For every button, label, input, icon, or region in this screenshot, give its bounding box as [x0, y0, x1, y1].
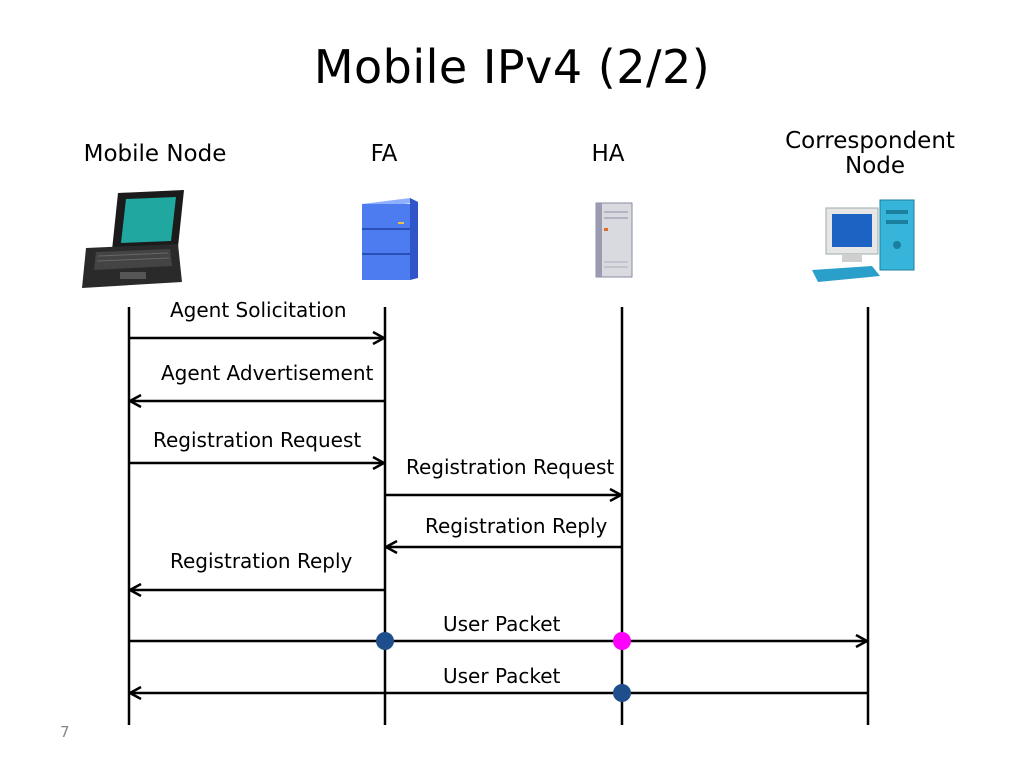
user-packet-out-label: User Packet [443, 612, 561, 636]
agent-solicitation-label: Agent Solicitation [170, 298, 347, 322]
reg-request-mn-fa-label: Registration Request [153, 428, 362, 452]
reg-request-fa-ha-label: Registration Request [406, 455, 615, 479]
mobile-node-label: Mobile Node [83, 141, 227, 167]
desktop-computer-icon [812, 199, 915, 282]
correspondent-node-label-line2: Node [844, 153, 906, 179]
ha-tunnel-point-out [613, 632, 631, 650]
reg-reply-ha-fa-label: Registration Reply [425, 514, 608, 538]
reg-reply-fa-mn-label: Registration Reply [170, 549, 353, 573]
agent-advertisement-label: Agent Advertisement [161, 361, 374, 385]
slide-title: Mobile IPv4 (2/2) [313, 40, 711, 94]
server-icon [362, 198, 418, 280]
page-number: 7 [60, 723, 70, 741]
ha-tunnel-point-in [613, 684, 631, 702]
fa-tunnel-point [376, 632, 394, 650]
fa-label: FA [370, 141, 398, 167]
user-packet-in-label: User Packet [443, 664, 561, 688]
correspondent-node-label-line1: Correspondent [785, 128, 955, 154]
ha-label: HA [591, 141, 625, 167]
laptop-icon [82, 190, 184, 288]
server-tower-icon [595, 202, 633, 278]
